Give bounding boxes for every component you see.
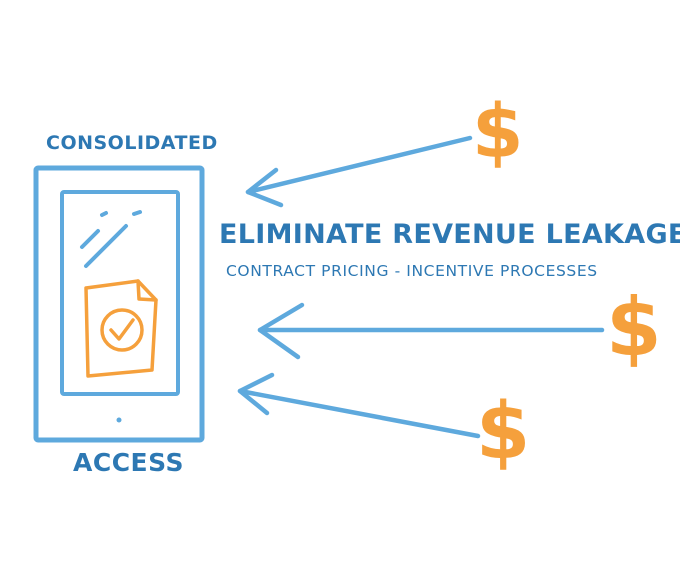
tablet-icon — [33, 165, 205, 443]
access-label: ACCESS — [73, 448, 185, 477]
document-check-icon — [84, 279, 158, 378]
arrow-middle — [257, 302, 605, 360]
arrow-top — [245, 135, 473, 208]
arrow-bottom — [237, 372, 481, 439]
dollar-sign-icon: $ — [606, 281, 662, 374]
consolidated-label: CONSOLIDATED — [46, 132, 218, 154]
dollar-sign-icon: $ — [476, 387, 531, 477]
headline: ELIMINATE REVENUE LEAKAGE — [219, 219, 680, 250]
subheadline: CONTRACT PRICING - INCENTIVE PROCESSES — [226, 262, 598, 280]
dollar-sign-icon: $ — [472, 89, 524, 175]
